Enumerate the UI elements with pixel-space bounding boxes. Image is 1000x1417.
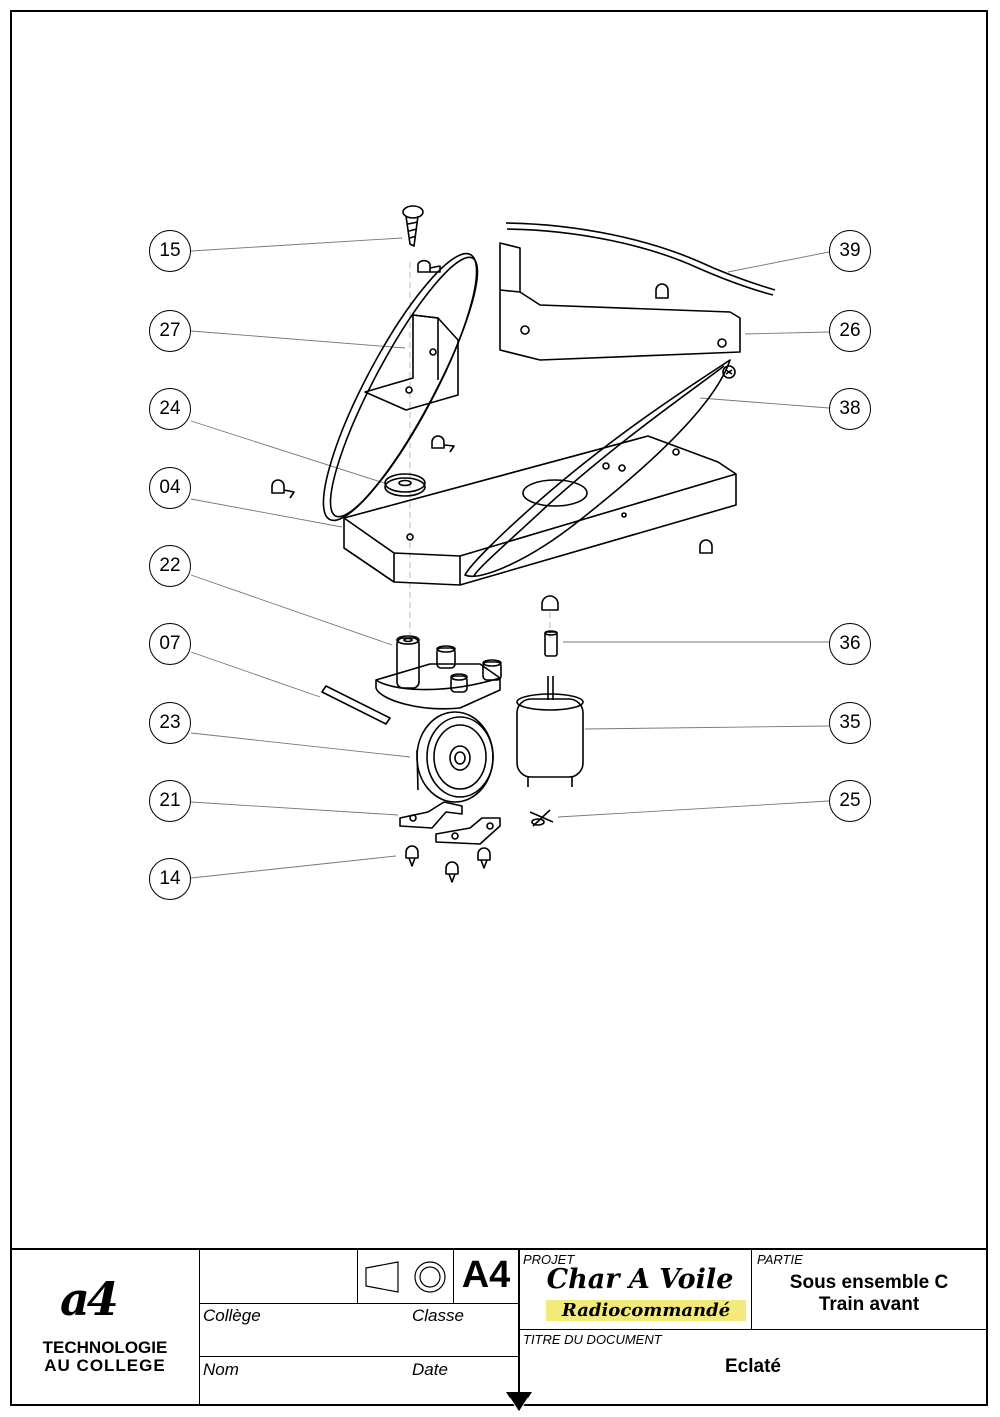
callout-36: 36 [829, 623, 871, 665]
callout-04: 04 [149, 467, 191, 509]
projection-symbol [358, 1250, 454, 1304]
titre-cell: TITRE DU DOCUMENT Eclaté [520, 1330, 986, 1406]
projection-icon [365, 1261, 446, 1293]
callout-23: 23 [149, 702, 191, 744]
titre-label: TITRE DU DOCUMENT [523, 1332, 662, 1347]
a4-logo: a4 [60, 1272, 119, 1326]
org-name-line1: TECHNOLOGIE [42, 1338, 168, 1357]
callout-14: 14 [149, 858, 191, 900]
callout-21: 21 [149, 780, 191, 822]
callout-24: 24 [149, 388, 191, 430]
callout-26: 26 [829, 310, 871, 352]
leader-lines [190, 237, 830, 879]
title-block: a4 TECHNOLOGIE AU COLLEGE A4 Collège Cla… [10, 1248, 988, 1406]
projet-label: PROJET [523, 1252, 575, 1267]
orientation-arrow-icon [506, 1392, 532, 1413]
logo-cell: a4 TECHNOLOGIE AU COLLEGE [10, 1250, 200, 1406]
paper-format: A4 [461, 1254, 511, 1296]
org-name-line2: AU COLLEGE [44, 1356, 166, 1375]
titre-value: Eclaté [725, 1356, 781, 1377]
projet-title: Char A Voile [546, 1264, 734, 1295]
callout-27: 27 [149, 310, 191, 352]
partie-line2: Train avant [818, 1294, 920, 1315]
callout-25: 25 [829, 780, 871, 822]
blank-cell [200, 1250, 358, 1304]
callout-39: 39 [829, 230, 871, 272]
partie-cell: PARTIE Sous ensemble C Train avant [752, 1250, 986, 1330]
classe-label: Classe [412, 1306, 464, 1325]
callout-35: 35 [829, 702, 871, 744]
projet-cell: PROJET Char A Voile Radiocommandé [520, 1250, 752, 1330]
college-label: Collège [203, 1306, 261, 1325]
divider [518, 1250, 520, 1406]
projet-subtitle: Radiocommandé [546, 1300, 746, 1321]
callout-38: 38 [829, 388, 871, 430]
callout-07: 07 [149, 623, 191, 665]
partie-label: PARTIE [757, 1252, 803, 1267]
callout-15: 15 [149, 230, 191, 272]
format-cell: A4 [454, 1250, 518, 1304]
partie-line1: Sous ensemble C [789, 1272, 949, 1293]
drawing-frame [10, 10, 988, 1406]
nom-label: Nom [203, 1360, 239, 1379]
nom-row: Nom Date [200, 1357, 518, 1406]
callout-22: 22 [149, 545, 191, 587]
college-row: Collège Classe [200, 1304, 518, 1357]
date-label: Date [412, 1360, 448, 1379]
